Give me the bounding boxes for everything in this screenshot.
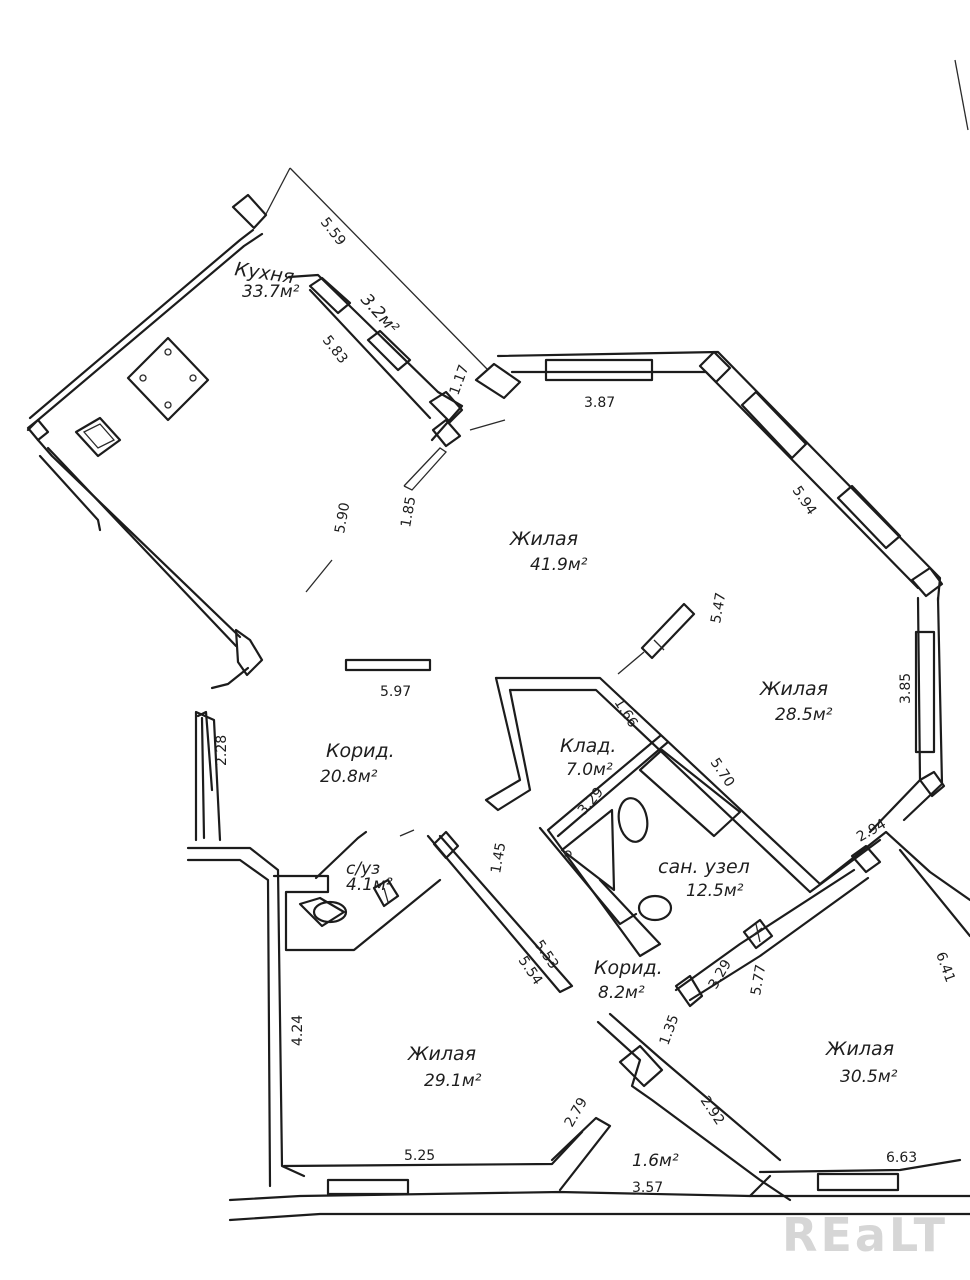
dim-292: 2.92 bbox=[697, 1093, 728, 1128]
page-edge bbox=[954, 59, 969, 131]
living-sw-area: 29.1м² bbox=[424, 1071, 482, 1091]
dim-583: 5.83 bbox=[319, 333, 351, 367]
dim-185: 1.85 bbox=[398, 495, 419, 528]
bathroom-name: сан. узел bbox=[658, 856, 750, 878]
balcony-north bbox=[265, 167, 506, 431]
corridor-main-area: 20.8м² bbox=[320, 767, 378, 787]
living-fixtures bbox=[344, 602, 696, 675]
dim-279: 2.79 bbox=[562, 1095, 591, 1130]
dim-387: 3.87 bbox=[584, 395, 615, 411]
living-se-area: 30.5м² bbox=[840, 1067, 898, 1087]
dim-294: 2.94 bbox=[854, 816, 889, 845]
wc-area: 4.1м² bbox=[346, 875, 393, 895]
dim-594: 5.94 bbox=[789, 483, 820, 518]
dim-577: 5.77 bbox=[748, 963, 769, 996]
dim-590: 5.90 bbox=[332, 501, 353, 534]
living-sw-name: Жилая bbox=[407, 1043, 476, 1065]
dim-570: 5.70 bbox=[707, 755, 738, 790]
corridor-small-name: Корид. bbox=[594, 957, 663, 979]
sink-icon bbox=[74, 416, 122, 458]
corridor-main-name: Корид. bbox=[326, 740, 395, 762]
core-walls bbox=[484, 676, 970, 1008]
pantry-area: 7.0м² bbox=[566, 760, 613, 780]
living-east-name: Жилая bbox=[759, 678, 828, 700]
dim-228: 2.28 bbox=[214, 735, 230, 766]
dim-166: 1.66 bbox=[611, 696, 641, 731]
small-room-area: 1.6м² bbox=[632, 1151, 679, 1171]
kitchen-walls bbox=[26, 193, 464, 690]
living-se-name: Жилая bbox=[825, 1038, 894, 1060]
stove-icon bbox=[126, 336, 210, 422]
pantry-name: Клад. bbox=[560, 735, 616, 757]
living-main-area: 41.9м² bbox=[530, 555, 588, 575]
dim-559: 5.59 bbox=[317, 215, 349, 249]
dim-424: 4.24 bbox=[290, 1015, 306, 1046]
kitchen-area: 33.7м² bbox=[242, 282, 300, 302]
dim-117: 1.17 bbox=[447, 363, 473, 398]
dim-357: 3.57 bbox=[632, 1180, 663, 1196]
dim-135: 1.35 bbox=[657, 1013, 683, 1048]
dim-597: 5.97 bbox=[380, 684, 411, 700]
dim-145: 1.45 bbox=[488, 841, 509, 874]
living-walls bbox=[474, 350, 946, 834]
dim-547: 5.47 bbox=[708, 591, 729, 624]
dim-525: 5.25 bbox=[404, 1148, 435, 1164]
wc-name: с/уз bbox=[346, 859, 380, 879]
room-labels: Кухня 33.7м² Жилая 41.9м² Жилая 28.5м² К… bbox=[233, 258, 897, 1171]
watermark-logo: REaLT bbox=[782, 1208, 948, 1262]
dim-663: 6.63 bbox=[886, 1150, 917, 1166]
corridor-small-area: 8.2м² bbox=[598, 983, 645, 1003]
dim-385: 3.85 bbox=[898, 673, 914, 704]
living-east-area: 28.5м² bbox=[775, 705, 833, 725]
dim-641: 6.41 bbox=[932, 950, 958, 985]
living-main-name: Жилая bbox=[509, 528, 578, 550]
dim-329a: 3.29 bbox=[575, 784, 607, 818]
bathroom-area: 12.5м² bbox=[686, 881, 744, 901]
west-walls bbox=[186, 710, 970, 1222]
